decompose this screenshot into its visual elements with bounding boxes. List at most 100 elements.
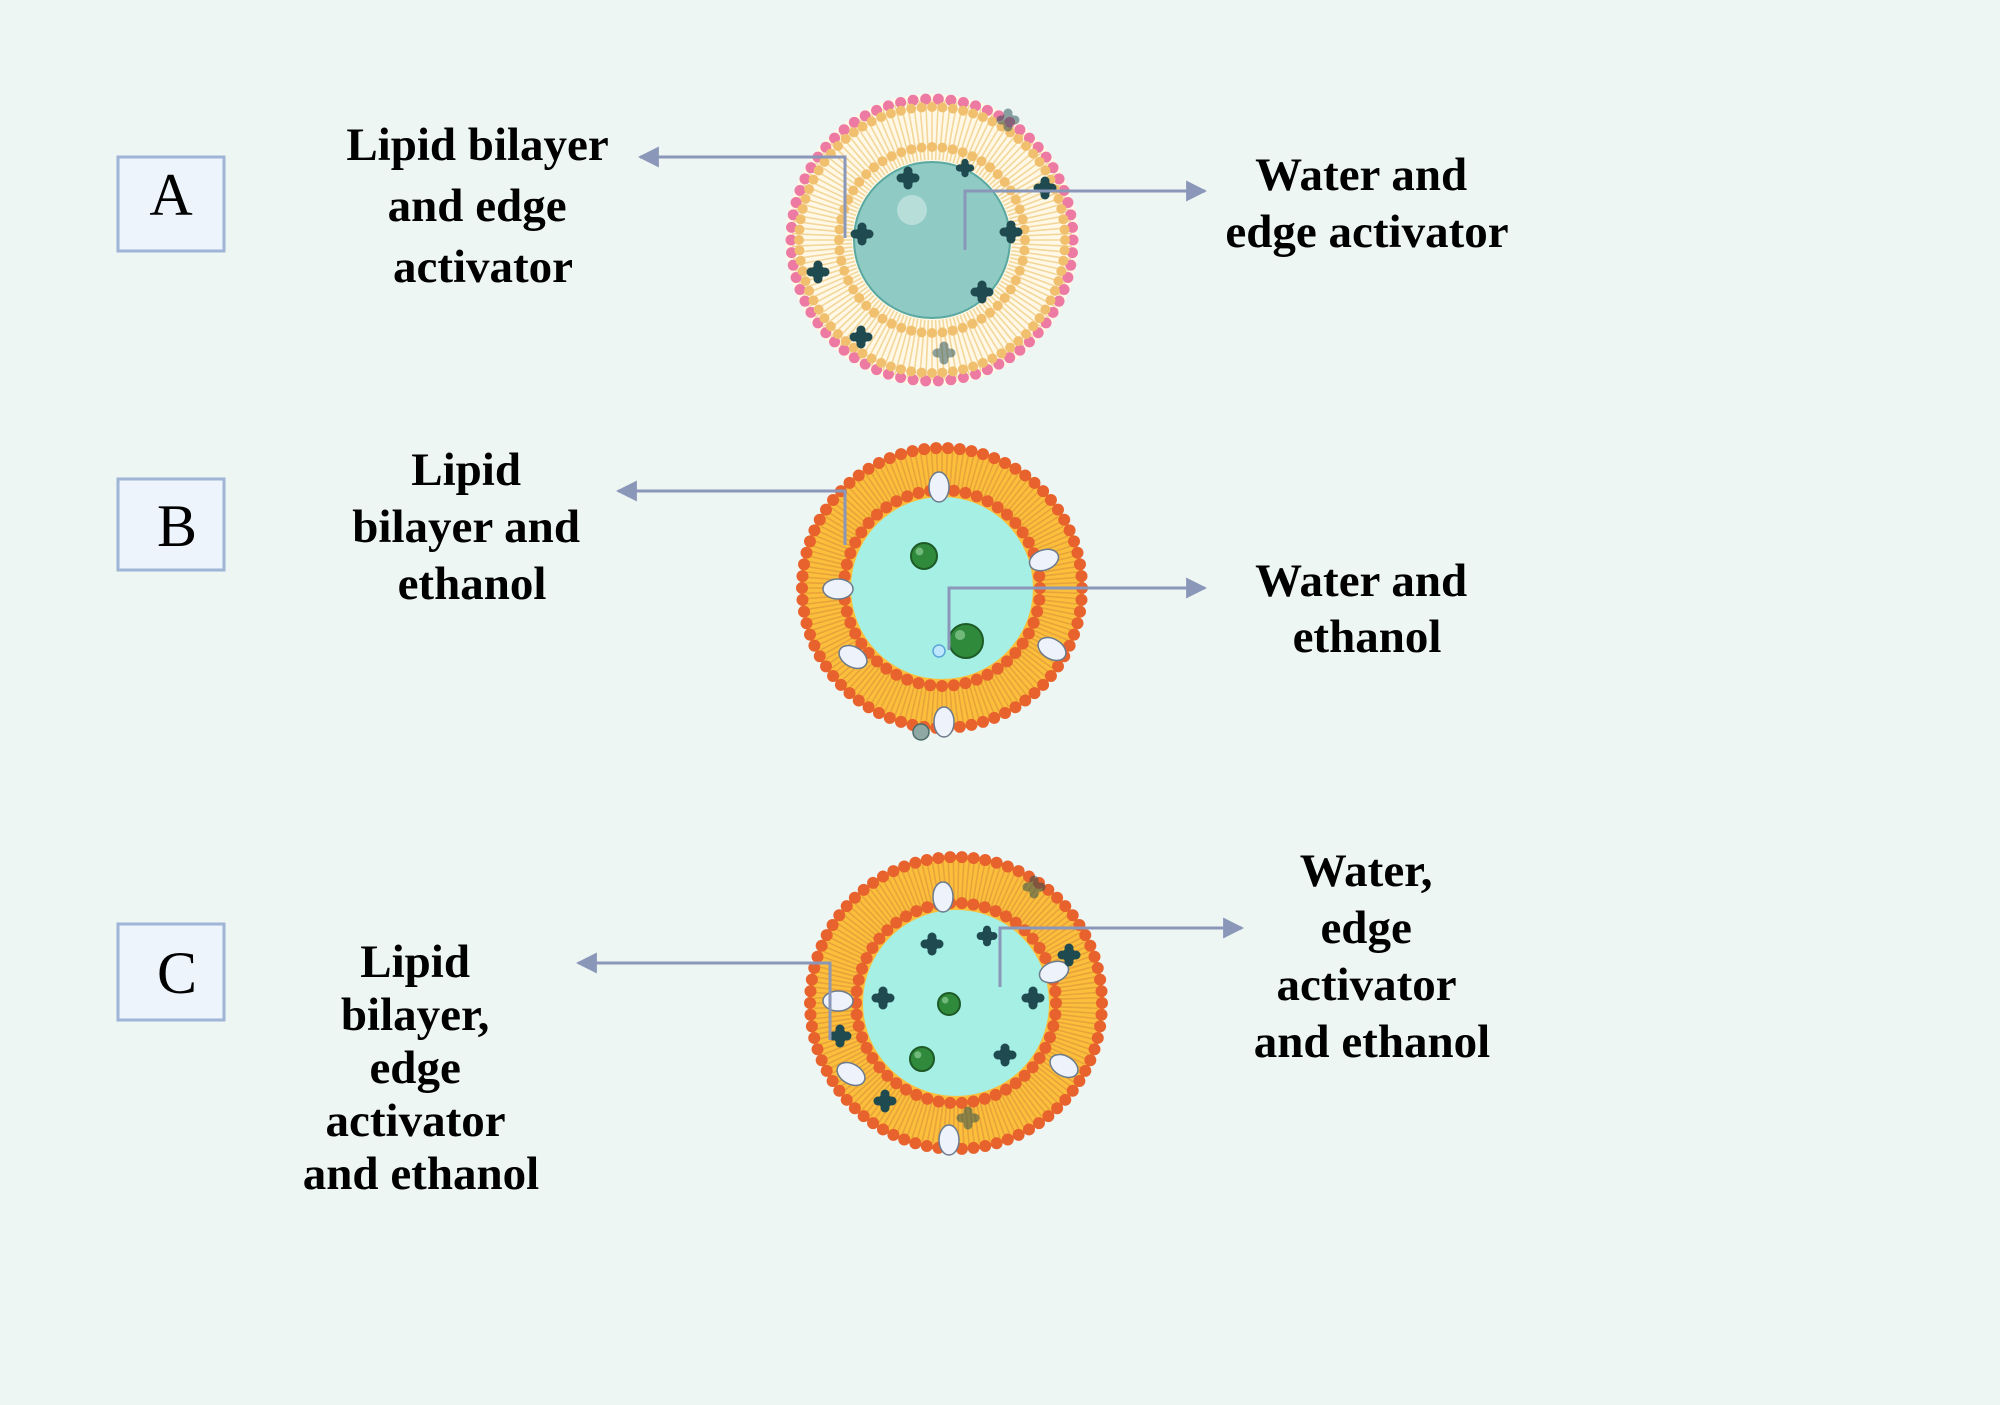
lipid-head [1022, 627, 1035, 640]
lipid-tail [1050, 1034, 1091, 1051]
lipid-tail [1008, 201, 1068, 220]
lipid-head [800, 276, 811, 287]
lipid-head [852, 973, 865, 986]
lipid-tail [1055, 1009, 1098, 1015]
lipid-tail [924, 100, 930, 161]
lipid-head [794, 245, 805, 256]
lipid-tail [891, 1092, 913, 1131]
lipid-head [967, 318, 978, 329]
lipid-tail [909, 683, 920, 721]
lipid-head [978, 1092, 991, 1105]
lipid-head [927, 102, 937, 112]
lipid-head [906, 366, 917, 377]
drug-particle [948, 623, 984, 659]
lipid-tail [1039, 594, 1078, 600]
lipid-head [1084, 1054, 1097, 1067]
lipid-head [819, 313, 830, 324]
lipid-tail [809, 610, 847, 621]
drug-particle [909, 1046, 935, 1072]
lipid-tail [1007, 659, 1035, 689]
lipid-tail [1013, 653, 1043, 681]
lipid-head [820, 1064, 833, 1077]
lipid-tail [999, 875, 1021, 914]
lipid-tail [825, 1041, 865, 1060]
lipid-tail [1055, 1013, 1098, 1020]
lipid-tail [850, 1069, 883, 1100]
lipid-tail [861, 477, 886, 510]
lipid-head [786, 247, 798, 259]
lipid-tail [934, 100, 940, 161]
lipid-head [965, 718, 978, 731]
lipid-tail [1037, 606, 1076, 616]
lipid-tail [1055, 1005, 1098, 1010]
lipid-head [1060, 235, 1070, 245]
lipid-head [953, 720, 966, 733]
lipid-head [991, 501, 1004, 514]
lipid-head [1018, 1069, 1031, 1082]
lipid-tail [1039, 598, 1078, 605]
lipid-tail [1039, 581, 1078, 585]
lipid-head [877, 870, 889, 883]
lipid-tail [964, 455, 975, 493]
lipid-head [1058, 255, 1069, 266]
lipid-head [947, 679, 960, 692]
lipid-tail [820, 525, 856, 545]
lipid-head [947, 144, 958, 155]
lipid-head [1034, 156, 1045, 167]
lipid-head [840, 900, 853, 913]
lipid-head [1066, 247, 1078, 259]
lipid-head [862, 701, 875, 714]
lipid-head [885, 361, 896, 372]
lipid-head [965, 445, 978, 458]
lipid-head [838, 124, 850, 136]
lipid-head [1056, 266, 1067, 277]
lipid-head [947, 325, 958, 336]
lipid-head [987, 116, 998, 127]
lipid-head [991, 662, 1004, 675]
lipid-head [1094, 1020, 1107, 1033]
lipid-tail [919, 684, 928, 723]
lipid-tail [1038, 565, 1077, 574]
small-particle [912, 723, 930, 741]
lipid-head [920, 93, 932, 105]
lipid-tail [1028, 525, 1064, 545]
lipid-head [947, 366, 958, 377]
lipid-head [1051, 660, 1064, 673]
lipid-tail [878, 883, 903, 920]
lipid-head [955, 851, 968, 864]
lipid-head [967, 151, 978, 162]
lipid-tail [975, 460, 990, 497]
lipid-head [896, 322, 907, 333]
lipid-tail [911, 867, 926, 909]
lipid-head [1019, 694, 1032, 707]
lipid-tail [807, 565, 846, 574]
lipid-head [797, 266, 808, 277]
lipid-tail [914, 683, 924, 722]
lipid-head [937, 142, 948, 153]
lipid-head [1013, 133, 1024, 144]
lipid-head [932, 375, 944, 387]
lipid-tail [1036, 1061, 1072, 1088]
drug-highlight [914, 1051, 922, 1059]
lipid-head [944, 1096, 957, 1109]
lipid-head [895, 97, 907, 109]
ethanol-molecule [836, 1061, 866, 1087]
lipid-head [813, 165, 824, 176]
lipid-tail [1005, 484, 1031, 514]
lipid-head [820, 660, 833, 673]
lipid-head [825, 321, 836, 332]
lipid-head [838, 344, 850, 356]
lipid-head [796, 582, 808, 594]
lipid-tail [921, 864, 933, 907]
lipid-head [898, 1133, 911, 1146]
lipid-head [1059, 245, 1070, 256]
lipid-tail [827, 941, 867, 961]
lipid-head [1005, 284, 1016, 295]
lipid-head [909, 1137, 922, 1150]
lipid-head [848, 891, 861, 904]
lipid-tail [1027, 520, 1062, 541]
lipid-head [850, 1008, 863, 1021]
lipid-head [1051, 503, 1064, 516]
lipid-head [1000, 655, 1013, 668]
lipid-head [945, 94, 957, 106]
